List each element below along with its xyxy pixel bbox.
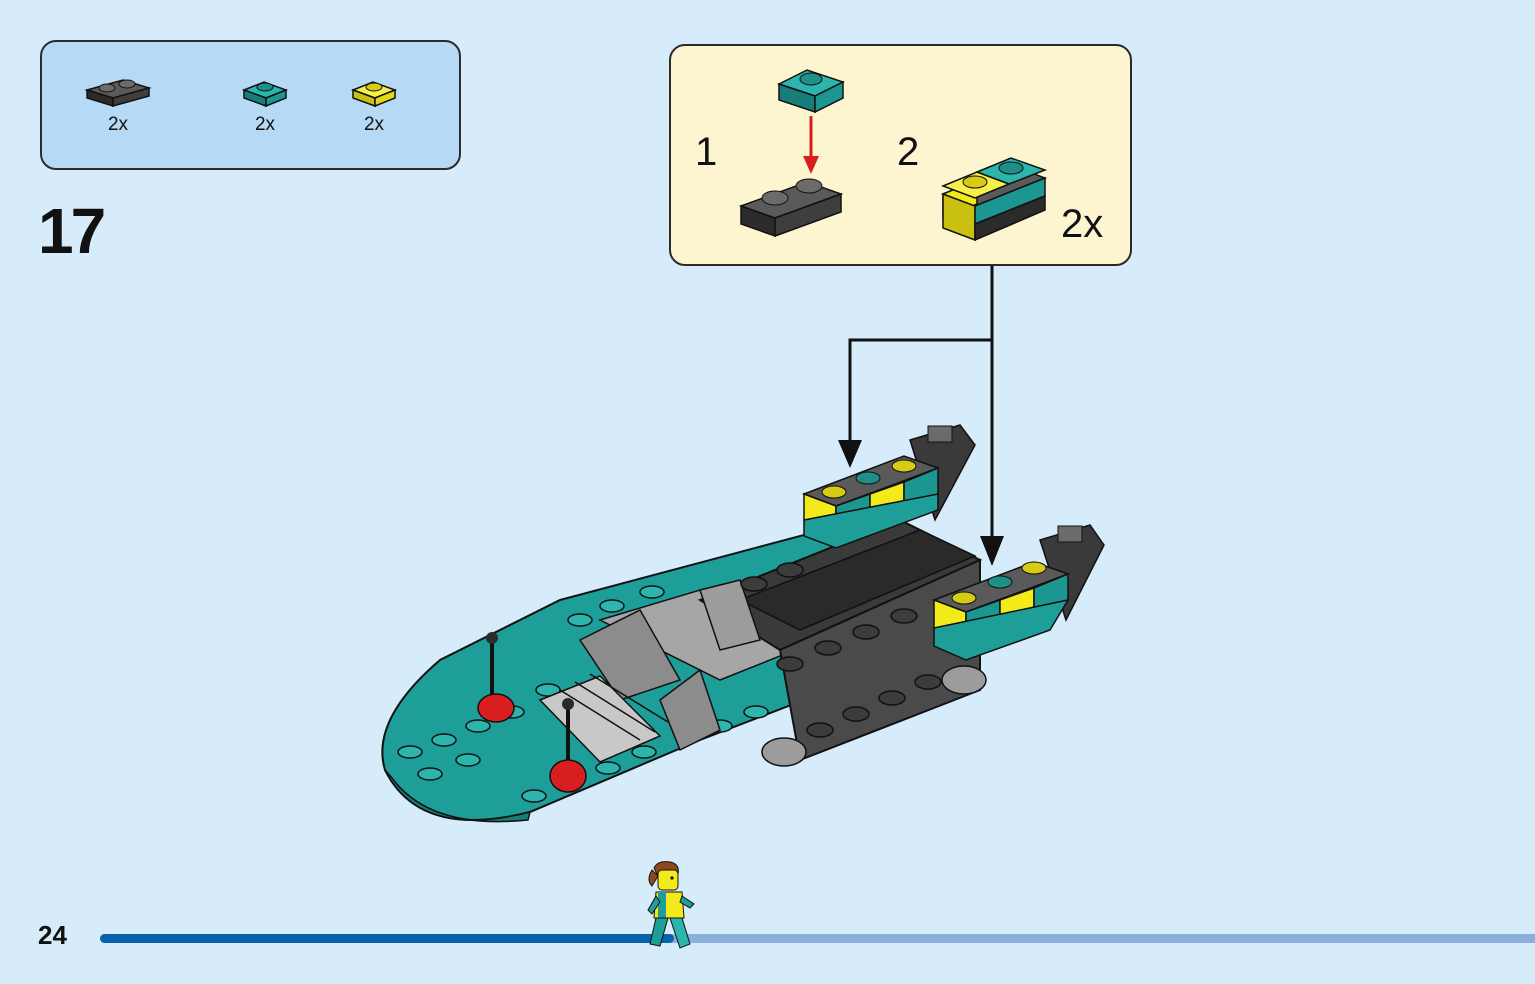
red-light-icon [549,698,587,793]
boat-deck [538,589,822,763]
part-quantity: 2x [363,114,385,135]
red-light-icon [477,632,515,723]
part-item: 2x [225,72,305,136]
dark-gray-plate-icon [738,178,844,238]
teal-plate-1x1-icon [241,81,289,108]
upper-pontoon [801,424,976,549]
part-item: 2x [334,72,414,136]
minifigure-icon [647,861,695,949]
sub-assembly-box: 1 2 2x [669,44,1132,266]
part-item: 2x [78,72,158,136]
part-quantity: 2x [107,114,129,135]
part-quantity: 2x [254,114,276,135]
arrow-down-icon [838,440,862,468]
callout-pointer-lines [848,266,994,540]
arrow-down-icon [980,536,1004,566]
progress-bar-fill [100,934,674,943]
dark-gray-plate-1x2-icon [84,79,152,108]
sub-step-2-label: 2 [897,130,920,174]
lower-pontoon [931,524,1105,661]
boat-rear-body [697,518,987,767]
progress-bar [100,934,1535,943]
teal-plate-icon [777,69,845,114]
yellow-plate-1x1-icon [350,81,398,108]
sub-assembly-multiplier: 2x [1061,202,1104,246]
sub-step-1-label: 1 [695,130,718,174]
parts-list-box: 2x 2x 2x [40,40,461,170]
combined-plate-icon [940,157,1048,242]
step-number: 17 [38,195,106,267]
red-arrow-icon [803,116,819,174]
sub-assembly-illustration [738,69,1048,242]
page-number: 24 [38,920,67,950]
